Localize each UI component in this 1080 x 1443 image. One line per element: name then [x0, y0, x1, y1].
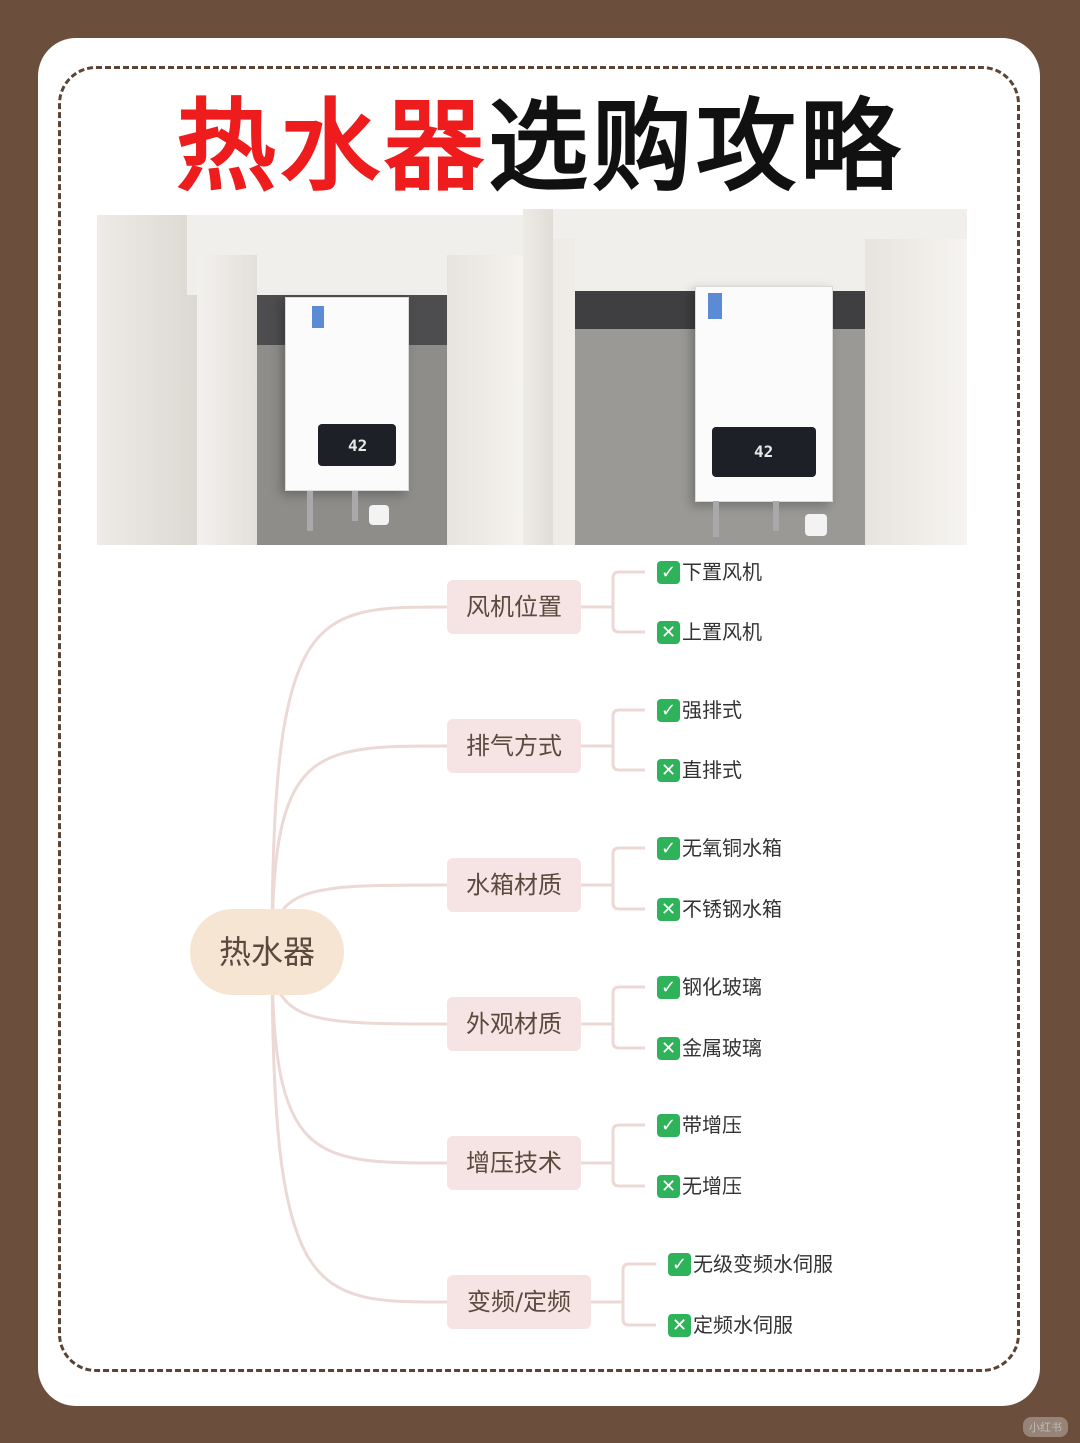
- photo-left: 42: [97, 215, 529, 545]
- recommended-option: ✓无级变频水伺服: [668, 1249, 833, 1279]
- title-rest: 选购攻略: [488, 88, 904, 205]
- option-label: 金属玻璃: [682, 1036, 762, 1060]
- leaf-bracket: [591, 1262, 656, 1327]
- option-label: 上置风机: [682, 620, 762, 644]
- option-label: 钢化玻璃: [682, 975, 762, 999]
- check-mark-icon: ✓: [657, 1113, 680, 1137]
- branch-node: 风机位置: [447, 580, 581, 634]
- watermark: 小红书: [1023, 1417, 1068, 1437]
- temp-display: 42: [754, 442, 774, 461]
- cross-mark-icon: ✕: [657, 897, 680, 921]
- root-connector: [270, 951, 448, 1304]
- not-recommended-option: ✕上置风机: [657, 617, 762, 647]
- recommended-option: ✓强排式: [657, 695, 742, 725]
- option-label: 无级变频水伺服: [693, 1252, 833, 1276]
- branch-node: 变频/定频: [447, 1275, 591, 1329]
- option-label: 无增压: [682, 1174, 742, 1198]
- not-recommended-option: ✕无增压: [657, 1171, 742, 1201]
- dashed-border: [58, 66, 1020, 1372]
- root-connector: [270, 744, 448, 953]
- root-connector: [270, 951, 448, 1165]
- not-recommended-option: ✕直排式: [657, 755, 742, 785]
- check-mark-icon: ✓: [657, 698, 680, 722]
- cross-mark-icon: ✕: [657, 1036, 680, 1060]
- root-connector: [270, 605, 448, 953]
- not-recommended-option: ✕不锈钢水箱: [657, 894, 782, 924]
- recommended-option: ✓带增压: [657, 1110, 742, 1140]
- branch-node: 外观材质: [447, 997, 581, 1051]
- option-label: 无氧铜水箱: [682, 836, 782, 860]
- recommended-option: ✓下置风机: [657, 557, 762, 587]
- mindmap-root: 热水器: [190, 909, 344, 995]
- temp-display: 42: [348, 436, 368, 455]
- cross-mark-icon: ✕: [668, 1313, 691, 1337]
- check-mark-icon: ✓: [657, 836, 680, 860]
- option-label: 强排式: [682, 698, 742, 722]
- title-highlight: 热水器: [176, 88, 488, 205]
- check-mark-icon: ✓: [668, 1252, 691, 1276]
- check-mark-icon: ✓: [657, 560, 680, 584]
- cross-mark-icon: ✕: [657, 758, 680, 782]
- cross-mark-icon: ✕: [657, 1174, 680, 1198]
- page-title: 热水器选购攻略: [0, 86, 1080, 208]
- leaf-bracket: [581, 708, 645, 772]
- leaf-bracket: [581, 1123, 645, 1188]
- option-label: 下置风机: [682, 560, 762, 584]
- branch-node: 增压技术: [447, 1136, 581, 1190]
- cross-mark-icon: ✕: [657, 620, 680, 644]
- check-mark-icon: ✓: [657, 975, 680, 999]
- not-recommended-option: ✕定频水伺服: [668, 1310, 793, 1340]
- leaf-bracket: [581, 846, 645, 911]
- not-recommended-option: ✕金属玻璃: [657, 1033, 762, 1063]
- water-heater-right: 42: [695, 286, 833, 502]
- leaf-bracket: [581, 570, 645, 634]
- option-label: 定频水伺服: [693, 1313, 793, 1337]
- recommended-option: ✓钢化玻璃: [657, 972, 762, 1002]
- option-label: 直排式: [682, 758, 742, 782]
- option-label: 不锈钢水箱: [682, 897, 782, 921]
- branch-node: 排气方式: [447, 719, 581, 773]
- branch-node: 水箱材质: [447, 858, 581, 912]
- recommended-option: ✓无氧铜水箱: [657, 833, 782, 863]
- leaf-bracket: [581, 985, 645, 1050]
- option-label: 带增压: [682, 1113, 742, 1137]
- water-heater-left: 42: [285, 297, 409, 491]
- photo-right: 42: [523, 209, 967, 545]
